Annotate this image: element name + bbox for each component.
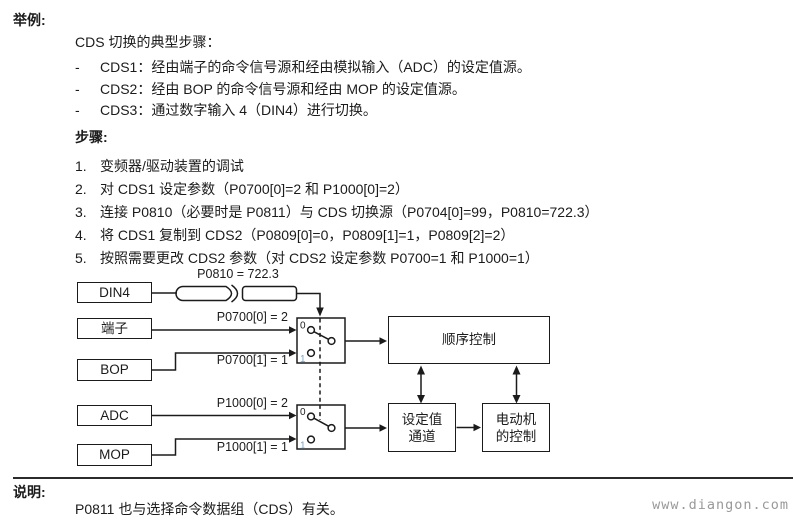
switch-pos0-label: 0 [300,407,306,418]
step-item: 1. 变频器/驱动装置的调试 [75,156,244,176]
bullet-item: - CDS3：通过数字输入 4（DIN4）进行切换。 [75,100,377,120]
block-label-line: 设定值 [401,411,443,427]
bullet-marker: - [75,59,80,75]
double-arrow [417,365,425,404]
arrow-right-icon [379,337,387,345]
arrow-right-icon [289,435,297,443]
switch-pos1-label: 1 [300,441,306,452]
block-motor-control: 电动机 的控制 [482,403,550,452]
setpoint-to-motor-arrow [456,423,481,432]
arrow-right-icon [289,411,297,420]
bullet-text: CDS2：经由 BOP 的命令信号源和经由 MOP 的设定值源。 [100,81,466,97]
bullet-item: - CDS2：经由 BOP 的命令信号源和经由 MOP 的设定值源。 [75,79,466,99]
bullet-text: CDS1：经由端子的命令信号源和经由模拟输入（ADC）的设定值源。 [100,59,531,75]
step-item: 5. 按照需要更改 CDS2 参数（对 CDS2 设定参数 P0700=1 和 P… [75,248,539,268]
step-text: 连接 P0810（必要时是 P0811）与 CDS 切换源（P0704[0]=9… [100,204,599,220]
step-text: 变频器/驱动装置的调试 [100,158,244,174]
command-switch: 0 1 [296,317,387,365]
bullet-text: CDS3：通过数字输入 4（DIN4）进行切换。 [100,102,377,118]
arrow-right-icon [289,326,297,334]
arrow-down-icon [316,307,324,317]
step-number: 4. [75,227,87,243]
note-text: P0811 也与选择命令数据组（CDS）有关。 [75,501,344,517]
block-label-line: 电动机 [495,411,537,427]
step-number: 3. [75,204,87,220]
param-label-p1000-1: P1000[1] = 1 [216,440,288,454]
block-setpoint-channel: 设定值 通道 [388,403,456,452]
step-text: 对 CDS1 设定参数（P0700[0]=2 和 P1000[0]=2） [100,181,409,197]
param-label-p0700-0: P0700[0] = 2 [216,310,288,324]
step-number: 1. [75,158,87,174]
step-number: 2. [75,181,87,197]
example-intro: CDS 切换的典型步骤： [75,34,221,50]
source-box-terminal: 端子 [77,318,152,339]
example-heading: 举例: [13,12,46,28]
step-number: 5. [75,250,87,266]
setpoint-switch: 0 1 [296,404,387,452]
steps-heading: 步骤: [75,129,108,145]
step-item: 2. 对 CDS1 设定参数（P0700[0]=2 和 P1000[0]=2） [75,179,409,199]
step-text: 将 CDS1 复制到 CDS2（P0809[0]=0，P0809[1]=1，P0… [100,227,515,243]
arrow-right-icon [289,349,297,357]
block-label-line: 的控制 [495,428,537,444]
double-arrow [512,365,521,404]
block-sequence-control: 顺序控制 [388,316,550,364]
watermark: www.diangon.com [652,497,789,513]
step-text: 按照需要更改 CDS2 参数（对 CDS2 设定参数 P0700=1 和 P10… [100,250,539,266]
source-box-din4: DIN4 [77,282,152,303]
arrow-right-icon [379,424,387,432]
param-label-p0700-1: P0700[1] = 1 [216,353,288,367]
switch-pos1-label: 1 [300,354,306,365]
bullet-marker: - [75,102,80,118]
bullet-item: - CDS1：经由端子的命令信号源和经由模拟输入（ADC）的设定值源。 [75,57,531,77]
bullet-marker: - [75,81,80,97]
block-label-line: 通道 [408,428,436,444]
param-label-p0810: P0810 = 722.3 [197,267,279,281]
note-heading: 说明: [13,484,46,500]
source-box-bop: BOP [77,359,152,381]
arrow-right-icon [473,423,481,432]
switch-pos0-label: 0 [300,321,306,332]
source-box-mop: MOP [77,444,152,466]
param-label-p1000-0: P1000[0] = 2 [216,396,288,410]
section-divider [13,477,793,479]
step-item: 3. 连接 P0810（必要时是 P0811）与 CDS 切换源（P0704[0]… [75,202,599,222]
source-box-adc: ADC [77,405,152,426]
step-item: 4. 将 CDS1 复制到 CDS2（P0809[0]=0，P0809[1]=1，… [75,225,514,245]
